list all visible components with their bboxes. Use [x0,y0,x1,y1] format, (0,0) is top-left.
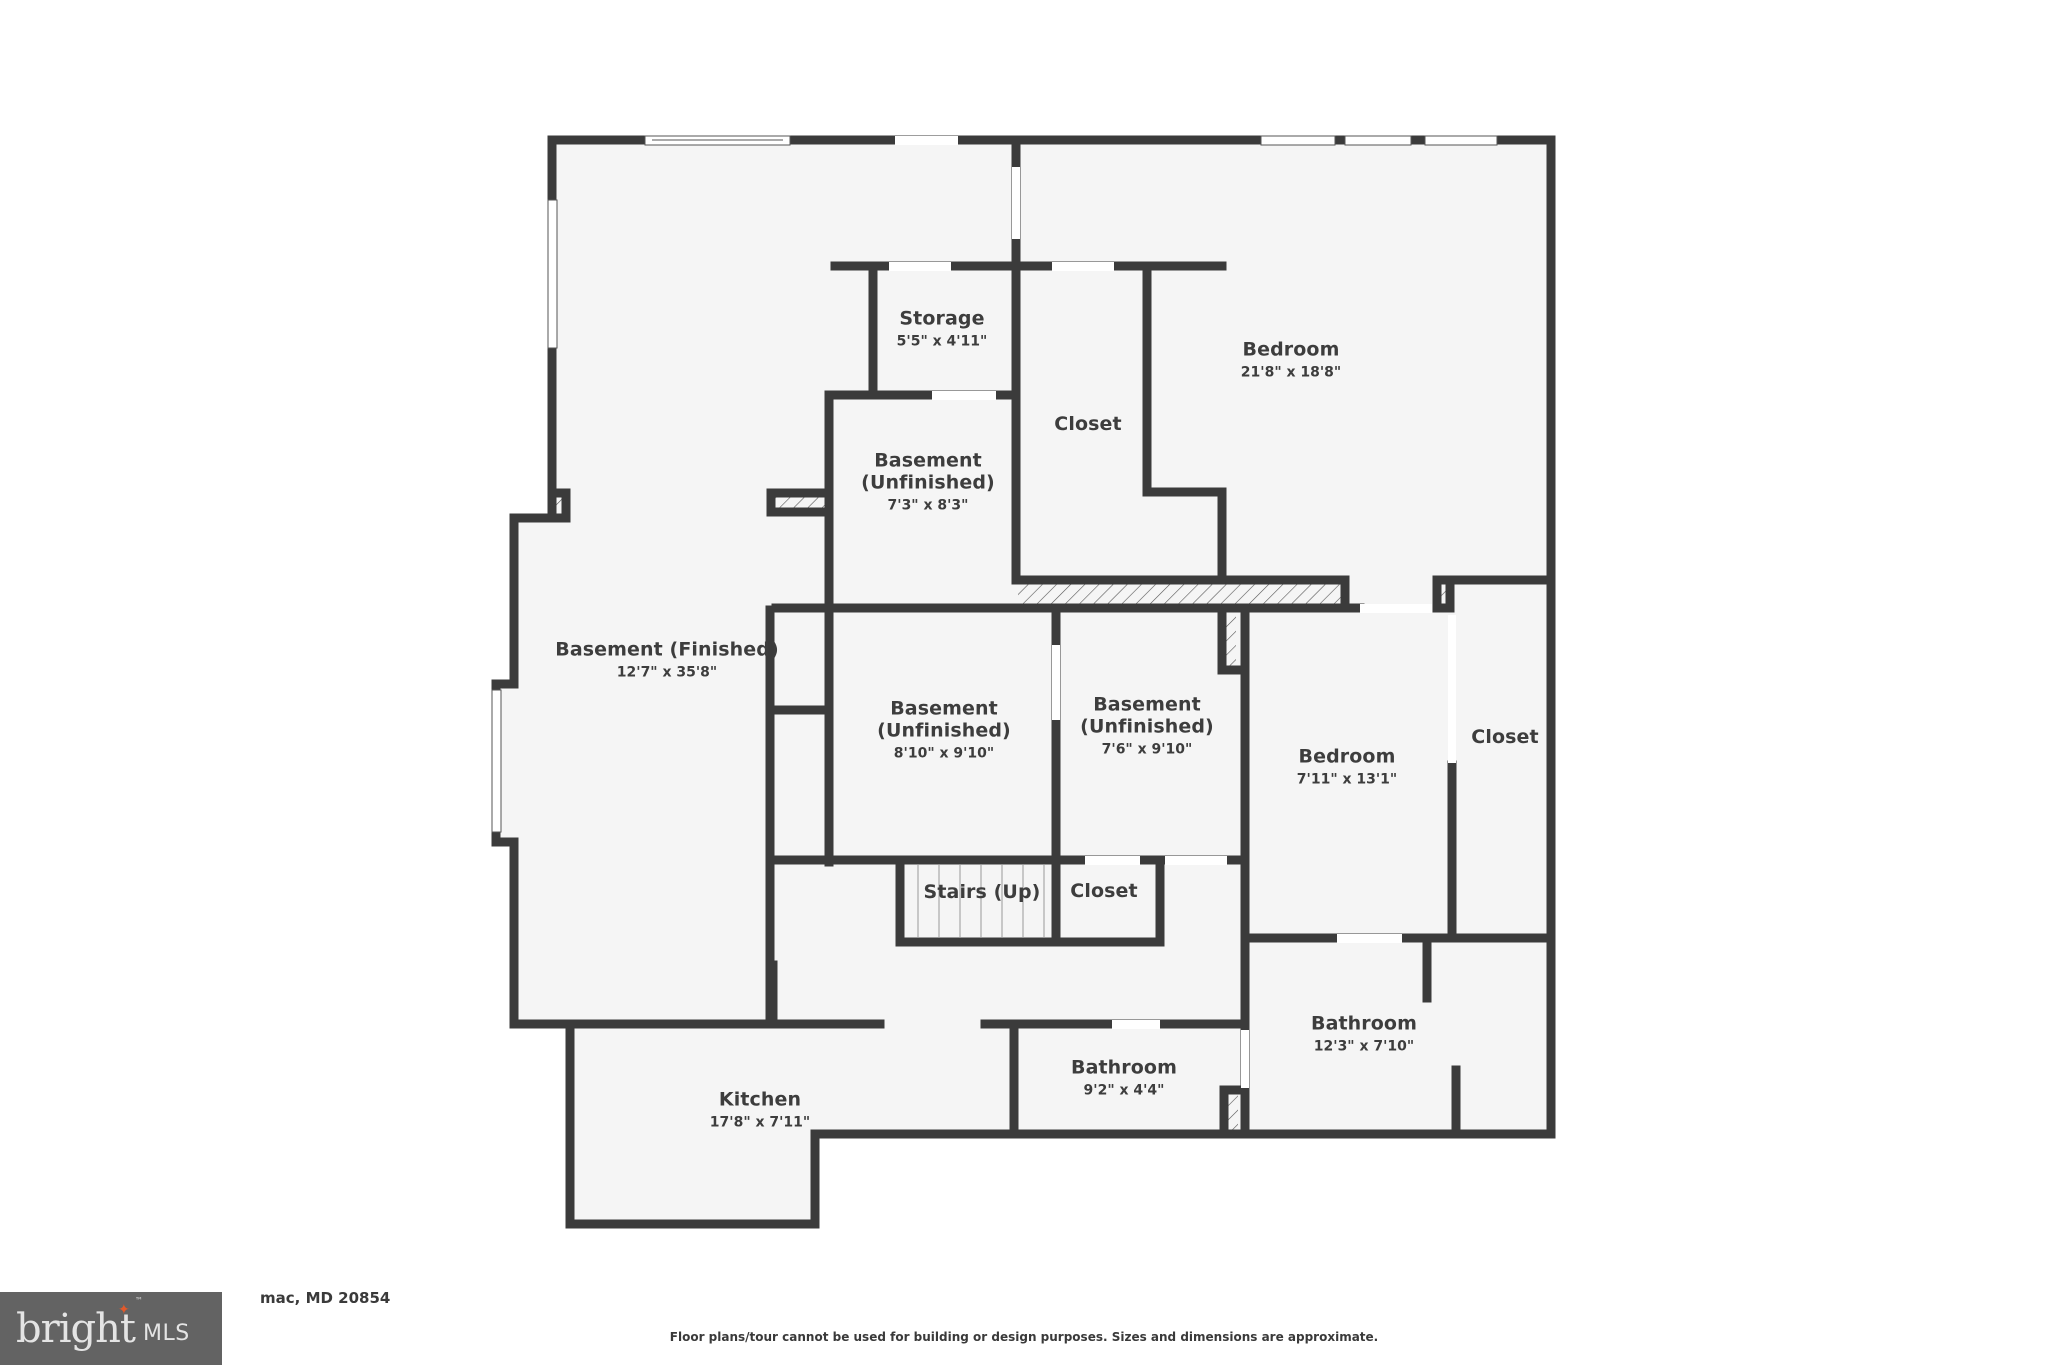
room-name: Basement [890,697,998,720]
address-text: mac, MD 20854 [260,1289,391,1307]
room-name-line2: (Unfinished) [861,471,995,494]
room-name: Basement [874,449,982,472]
room-name: Bedroom [1242,338,1340,361]
stair-treads [917,864,1045,938]
room-label-bedroom-large: Bedroom 21'8" x 18'8" [1240,338,1342,381]
room-label-bedroom-small: Bedroom 7'11" x 13'1" [1296,745,1398,788]
room-name: Kitchen [718,1088,802,1111]
logo-suffix: MLS [142,1321,190,1346]
room-name: Closet [1054,413,1122,436]
room-label-kitchen: Kitchen 17'8" x 7'11" [709,1088,811,1131]
room-dimensions: 17'8" x 7'11" [709,1114,811,1131]
room-dimensions: 7'6" x 9'10" [1101,741,1193,758]
room-label-closet-stairs: Closet [1070,880,1138,903]
room-label-bathroom-small: Bathroom 9'2" x 4'4" [1071,1056,1177,1099]
room-name-line2: (Unfinished) [1080,715,1214,738]
room-label-basement-unfinished-2: Basement (Unfinished) 8'10" x 9'10" [877,697,1011,762]
room-name: Basement [1093,693,1201,716]
room-dimensions: 5'5" x 4'11" [896,333,988,350]
room-name: Bathroom [1071,1056,1177,1079]
room-name: Bedroom [1298,745,1396,768]
room-label-closet-right: Closet [1471,726,1539,749]
room-label-bathroom-large: Bathroom 12'3" x 7'10" [1311,1012,1417,1055]
property-address: mac, MD 20854 [50,1289,390,1307]
room-name-line2: (Unfinished) [877,719,1011,742]
room-label-basement-unfinished-1: Basement (Unfinished) 7'3" x 8'3" [861,449,995,514]
logo-star-icon: ✦ [118,1302,130,1318]
room-label-basement-finished: Basement (Finished) 12'7" x 35'8" [555,638,779,681]
room-name: Bathroom [1311,1012,1417,1035]
room-name: Closet [1070,880,1138,903]
bright-mls-logo: bright ✦ ™ MLS [0,1292,222,1365]
room-dimensions: 9'2" x 4'4" [1083,1082,1165,1099]
disclaimer: Floor plans/tour cannot be used for buil… [669,1330,1379,1344]
floor-area [496,140,1551,1224]
room-label-basement-unfinished-3: Basement (Unfinished) 7'6" x 9'10" [1080,693,1214,758]
logo-trademark: ™ [135,1296,143,1305]
logo-brand: bright [16,1305,136,1352]
room-dimensions: 7'3" x 8'3" [887,497,969,514]
room-dimensions: 8'10" x 9'10" [893,745,995,762]
room-dimensions: 21'8" x 18'8" [1240,364,1342,381]
room-name: Storage [899,307,985,330]
room-label-closet-upper: Closet [1054,413,1122,436]
room-dimensions: 7'11" x 13'1" [1296,771,1398,788]
room-label-storage: Storage 5'5" x 4'11" [896,307,988,350]
room-dimensions: 12'3" x 7'10" [1313,1038,1415,1055]
room-name: Basement (Finished) [555,638,779,661]
room-name: Closet [1471,726,1539,749]
room-label-stairs: Stairs (Up) [923,881,1041,904]
walls [491,135,1556,1229]
openings [491,135,1498,1088]
room-name: Stairs (Up) [923,881,1041,904]
room-dimensions: 12'7" x 35'8" [616,664,718,681]
